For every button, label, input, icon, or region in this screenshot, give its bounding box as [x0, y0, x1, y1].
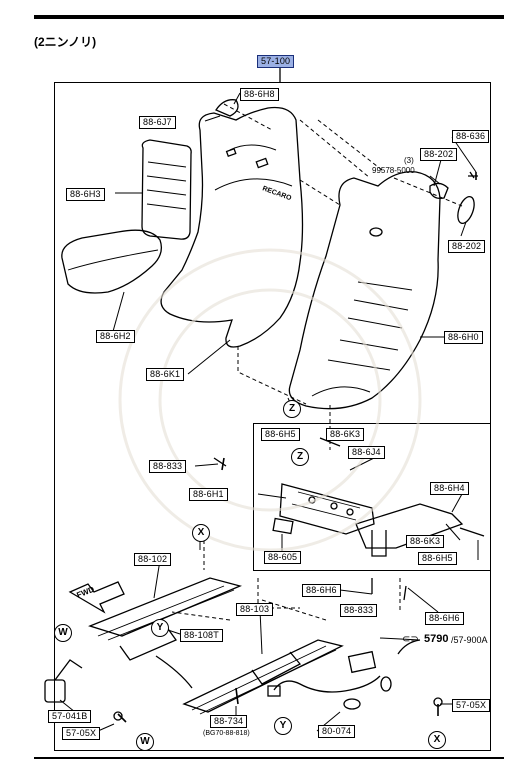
slide-rail-right: [182, 639, 344, 713]
cushion-shape: [61, 229, 163, 294]
part-label-88-6h6-right[interactable]: 88-6H6: [425, 612, 464, 625]
quantity-note: (3): [404, 156, 414, 165]
part-label-88-6h3[interactable]: 88-6H3: [66, 188, 105, 201]
part-label-88-6h5-top[interactable]: 88-6H5: [261, 428, 300, 441]
part-label-57-100[interactable]: 57-100: [257, 55, 295, 68]
subassembly-frame: [253, 423, 491, 571]
part-label-88-6h0[interactable]: 88-6H0: [444, 331, 483, 344]
part-label-88-202-bottom[interactable]: 88-202: [448, 240, 486, 253]
part-label-88-103[interactable]: 88-103: [236, 603, 274, 616]
cover-shell-shape: [160, 106, 304, 348]
part-label-88-6k3-bottom[interactable]: 88-6K3: [406, 535, 445, 548]
top-rule: [34, 15, 504, 19]
marker-y-harness: Y: [274, 717, 292, 735]
marker-w-bolt: W: [136, 733, 154, 751]
part-label-88-6k1[interactable]: 88-6K1: [146, 368, 185, 381]
page-header: (2ニンノリ): [34, 35, 97, 49]
marker-z-shell: Z: [283, 400, 301, 418]
marker-x-bolt: X: [428, 731, 446, 749]
buckle-shape: [44, 679, 66, 703]
marker-w-buckle: W: [54, 624, 72, 642]
part-label-88-636[interactable]: 88-636: [452, 130, 490, 143]
part-label-88-202-top[interactable]: 88-202: [420, 148, 458, 161]
slide-rail-left: [88, 577, 242, 637]
part-label-88-108t[interactable]: 88-108T: [180, 629, 223, 642]
part-label-88-6k3-top[interactable]: 88-6K3: [326, 428, 365, 441]
part-label-80-074[interactable]: 80-074: [318, 725, 356, 738]
part-label-88-6j7[interactable]: 88-6J7: [139, 116, 176, 129]
part-label-88-6j4[interactable]: 88-6J4: [348, 446, 385, 459]
part-label-88-6h2[interactable]: 88-6H2: [96, 330, 135, 343]
part-label-88-102[interactable]: 88-102: [134, 553, 172, 566]
part-label-88-6h1[interactable]: 88-6H1: [189, 488, 228, 501]
back-pad-shape: [141, 139, 192, 240]
marker-z-bracket: Z: [291, 448, 309, 466]
part-label-88-734[interactable]: 88-734: [210, 715, 248, 728]
part-label-88-6h5-bottom[interactable]: 88-6H5: [418, 552, 457, 565]
marker-x-rail: X: [192, 524, 210, 542]
rail-bracket-shape: [279, 483, 375, 535]
part-label-88-833-bottom[interactable]: 88-833: [340, 604, 378, 617]
part-label-88-6h6-left[interactable]: 88-6H6: [302, 584, 341, 597]
part-label-88-6h4[interactable]: 88-6H4: [430, 482, 469, 495]
part-label-99578-5000[interactable]: 99578-5000: [372, 166, 415, 175]
assembly-frame: [54, 82, 491, 751]
plug-icon: ⊂⊃: [402, 634, 419, 645]
part-label-88-605[interactable]: 88-605: [264, 551, 302, 564]
part-label-57-041b[interactable]: 57-041B: [48, 710, 92, 723]
bottom-rule: [34, 757, 504, 759]
part-label-88-6h8[interactable]: 88-6H8: [240, 88, 279, 101]
harness-shape: [273, 675, 381, 693]
seat-shell-shape: [288, 171, 441, 410]
part-label-88-833-top[interactable]: 88-833: [149, 460, 187, 473]
part-label-57-05x-left[interactable]: 57-05X: [62, 727, 101, 740]
part-label-57-900a[interactable]: /57-900A: [451, 635, 488, 645]
part-label-88-734-sub: (BG70-88-818): [203, 730, 250, 737]
marker-y-rail: Y: [151, 619, 169, 637]
brand-mark: RECARO: [261, 185, 292, 202]
fwd-arrow: [68, 581, 125, 614]
part-label-57-05x-right[interactable]: 57-05X: [452, 699, 491, 712]
fwd-text: FWD: [75, 585, 95, 600]
part-label-5790[interactable]: 5790: [424, 633, 449, 645]
